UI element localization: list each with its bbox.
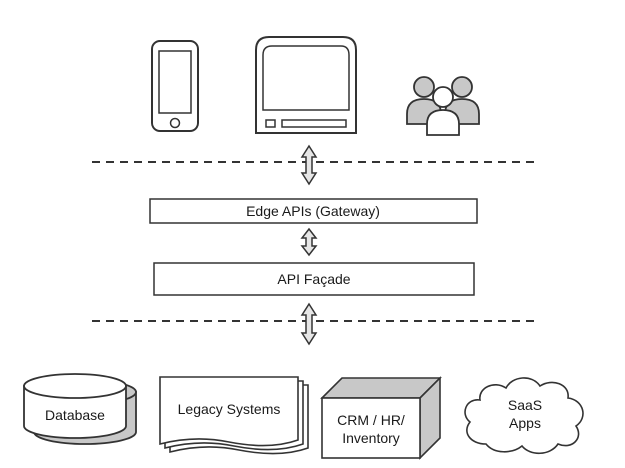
cloud-icon (464, 377, 584, 455)
gateway-layer: Edge APIs (Gateway) (149, 198, 478, 224)
desktop-terminal-icon (255, 36, 357, 134)
double-arrow-icon (300, 227, 318, 257)
gateway-label: Edge APIs (Gateway) (246, 203, 380, 219)
saas-label-line-1: SaaS (508, 397, 542, 413)
database-icon (23, 373, 137, 445)
smartphone-icon (151, 40, 199, 132)
saas-label-line-2: Apps (509, 415, 541, 431)
legacy-document-icon (159, 376, 309, 455)
legacy-label: Legacy Systems (178, 401, 281, 417)
facade-label: API Façade (277, 271, 350, 287)
double-arrow-icon (300, 302, 318, 346)
facade-layer: API Façade (153, 262, 475, 296)
double-arrow-icon (300, 144, 318, 186)
database-label: Database (45, 407, 105, 423)
users-group-icon (406, 76, 480, 136)
crm-label-line-1: CRM / HR/ (337, 412, 405, 428)
crm-box-icon (320, 376, 442, 460)
crm-label-line-2: Inventory (342, 430, 400, 446)
